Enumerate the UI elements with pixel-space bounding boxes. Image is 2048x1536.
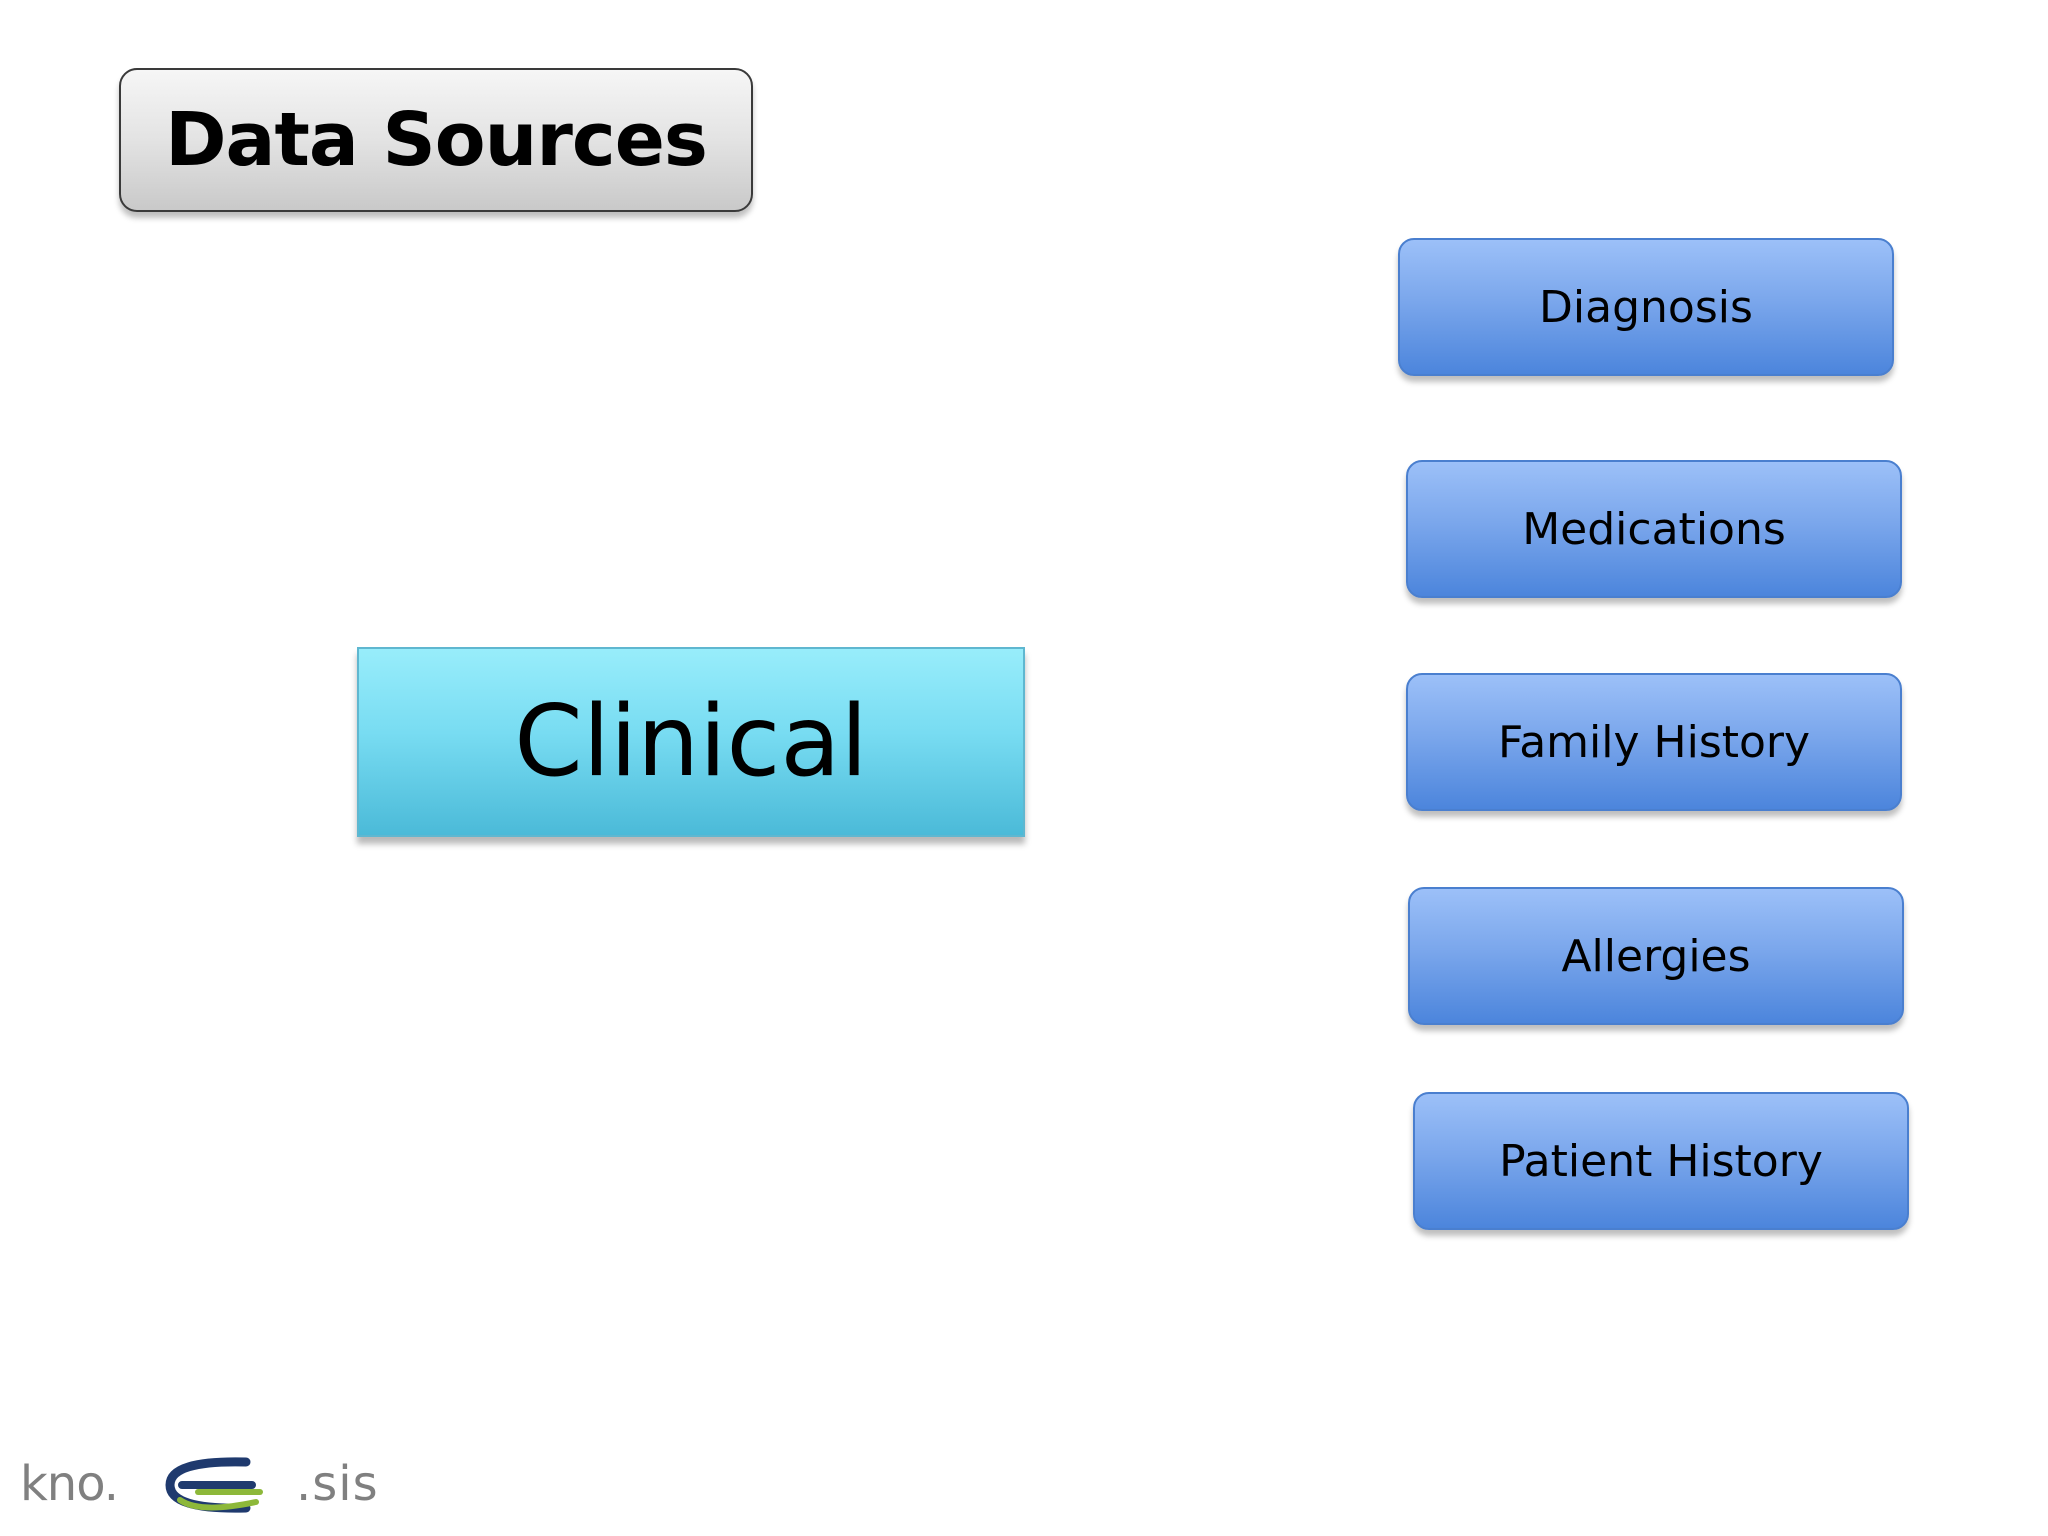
patient-history-label: Patient History	[1499, 1135, 1823, 1187]
family-history-node: Family History	[1406, 673, 1902, 811]
logo-text-right: .sis	[296, 1456, 379, 1512]
diagnosis-label: Diagnosis	[1539, 281, 1753, 333]
page-title: Data Sources	[165, 97, 708, 183]
allergies-label: Allergies	[1561, 930, 1751, 982]
family-history-label: Family History	[1497, 716, 1811, 768]
patient-history-node: Patient History	[1413, 1092, 1909, 1230]
diagnosis-node: Diagnosis	[1398, 238, 1894, 376]
medications-node: Medications	[1406, 460, 1902, 598]
clinical-label: Clinical	[514, 685, 868, 799]
allergies-node: Allergies	[1408, 887, 1904, 1025]
medications-label: Medications	[1522, 503, 1786, 555]
title-box: Data Sources	[119, 68, 753, 212]
knoesis-logo: kno. .sis	[20, 1456, 379, 1513]
logo-e-mark	[165, 1457, 263, 1513]
logo-text-left: kno.	[20, 1456, 118, 1512]
clinical-node: Clinical	[357, 647, 1025, 837]
